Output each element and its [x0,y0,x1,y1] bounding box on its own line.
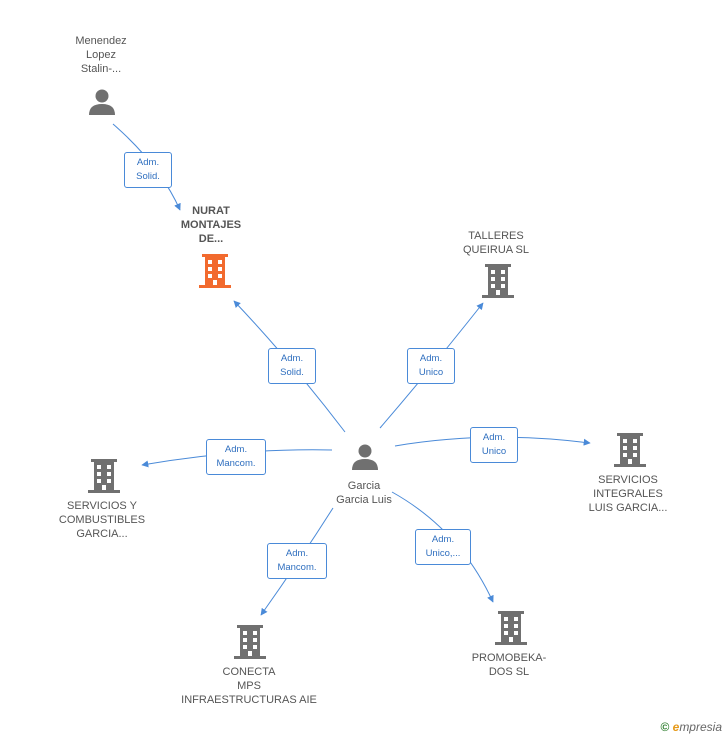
brand-name: mpresia [679,720,722,734]
person-icon-garcia[interactable] [352,444,378,471]
node-label-menendez[interactable]: Menendez Lopez Stalin-... [75,35,127,75]
node-label-garcia[interactable]: Garcia Garcia Luis [336,480,392,506]
edge-label-garcia-promobekados[interactable]: Adm. Unico,... [415,529,471,565]
building-icon-nurat[interactable] [199,254,231,288]
edge-label-garcia-combustibles[interactable]: Adm. Mancom. [206,439,266,475]
edge-label-garcia-conecta[interactable]: Adm. Mancom. [267,543,327,579]
edge-label-garcia-talleres[interactable]: Adm. Unico [407,348,455,384]
node-label-conecta[interactable]: CONECTA MPS INFRAESTRUCTURAS AIE [181,666,317,706]
building-icon-servicios-integrales[interactable] [614,433,646,467]
building-icon-promobekados[interactable] [495,611,527,645]
node-label-servicios-combustibles[interactable]: SERVICIOS Y COMBUSTIBLES GARCIA... [58,500,146,540]
node-label-nurat[interactable]: NURAT MONTAJES DE... [180,205,242,245]
edge-label-garcia-nurat[interactable]: Adm. Solid. [268,348,316,384]
node-label-servicios-integrales[interactable]: SERVICIOS INTEGRALES LUIS GARCIA... [588,474,668,514]
empresia-footer[interactable]: © empresia [660,720,722,734]
building-icon-conecta[interactable] [234,625,266,659]
node-label-talleres[interactable]: TALLERES QUEIRUA SL [462,230,530,256]
building-icon-servicios-combustibles[interactable] [88,459,120,493]
person-icon-menendez[interactable] [89,89,115,116]
node-label-promobekados[interactable]: PROMOBEKA- DOS SL [471,652,547,678]
copyright-symbol: © [660,720,670,734]
brand-initial: e [672,720,680,734]
edge-label-menendez-nurat[interactable]: Adm. Solid. [124,152,172,188]
building-icon-talleres[interactable] [482,264,514,298]
edge-label-garcia-integrales[interactable]: Adm. Unico [470,427,518,463]
